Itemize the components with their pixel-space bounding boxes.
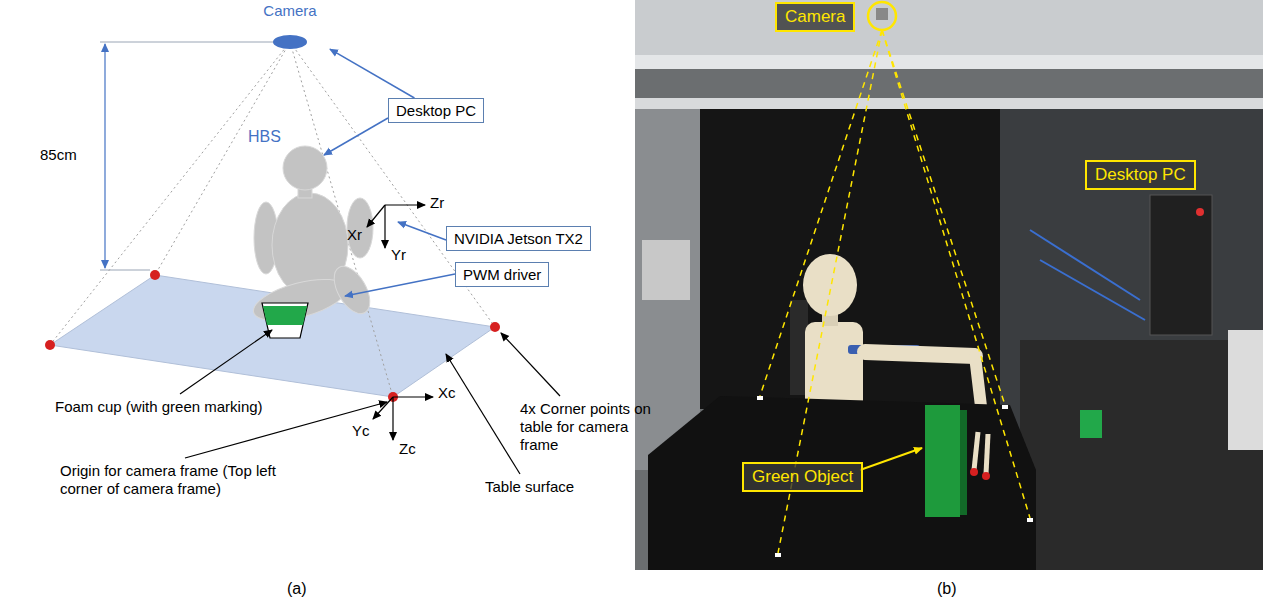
robot-finger bbox=[986, 434, 988, 474]
leader-line bbox=[501, 333, 560, 396]
robot-figure bbox=[249, 146, 377, 329]
fingertip bbox=[982, 472, 990, 480]
lab-area bbox=[1000, 109, 1263, 570]
ceiling-bar bbox=[635, 55, 1263, 69]
process-box: Desktop PC bbox=[388, 98, 484, 123]
axis-label: Yr bbox=[391, 246, 406, 264]
dimension-extension bbox=[100, 270, 150, 271]
view-line bbox=[882, 30, 1005, 405]
view-line bbox=[882, 30, 1030, 518]
callout-text: Origin for camera frame (Top left corner… bbox=[60, 462, 295, 498]
axis-label: Zr bbox=[430, 194, 444, 212]
node-text: NVIDIA Jetson TX2 bbox=[454, 230, 583, 247]
dimension-label: 85cm bbox=[40, 146, 77, 164]
axis-label: Yc bbox=[352, 422, 370, 440]
robot-head bbox=[283, 146, 327, 190]
callout-text: Foam cup (with green marking) bbox=[55, 398, 263, 416]
cable bbox=[1030, 230, 1140, 300]
node-text: Camera bbox=[250, 2, 330, 19]
corner-point bbox=[45, 340, 55, 350]
corner-points bbox=[45, 270, 500, 402]
cable bbox=[1040, 260, 1145, 320]
callout-text: 4x Corner points on table for camera fra… bbox=[520, 400, 670, 454]
green-object-side bbox=[960, 410, 967, 515]
corner-marker bbox=[1027, 518, 1033, 522]
callout-text: Table surface bbox=[485, 478, 574, 496]
photo-callout: Green Object bbox=[742, 462, 863, 492]
axis-arrow bbox=[385, 204, 425, 205]
pc-light bbox=[1196, 208, 1204, 216]
node-text: Green Object bbox=[752, 467, 853, 487]
axis-arrow bbox=[367, 205, 385, 227]
leader-line bbox=[180, 330, 272, 394]
monitor bbox=[1228, 330, 1263, 450]
robot-arm bbox=[327, 260, 377, 319]
robot-finger bbox=[974, 432, 978, 470]
leader-line bbox=[345, 274, 455, 296]
leader-line bbox=[398, 222, 446, 240]
photo-background bbox=[635, 0, 1263, 570]
corner-point bbox=[490, 322, 500, 332]
robot-arm bbox=[865, 352, 975, 356]
desk bbox=[1020, 340, 1263, 570]
ceiling-bar bbox=[635, 98, 1263, 109]
axis-label: Xc bbox=[438, 384, 456, 402]
leader-line bbox=[324, 118, 388, 155]
dimension-extension bbox=[100, 42, 280, 43]
wall-panel bbox=[642, 240, 690, 300]
view-line bbox=[155, 42, 290, 275]
axis-label: Zc bbox=[399, 440, 416, 458]
photo-callout: Camera bbox=[775, 2, 855, 32]
photo-callout: Desktop PC bbox=[1085, 160, 1196, 190]
leader-line bbox=[860, 448, 922, 470]
panel-label: (b) bbox=[937, 580, 957, 598]
process-box: NVIDIA Jetson TX2 bbox=[446, 226, 591, 251]
process-box: PWM driver bbox=[455, 262, 549, 287]
view-line bbox=[760, 30, 882, 396]
robot-arm bbox=[347, 198, 373, 258]
fingertip bbox=[970, 468, 978, 476]
camera-device bbox=[876, 8, 888, 20]
node-text: PWM driver bbox=[463, 266, 541, 283]
ceiling bbox=[635, 0, 1263, 62]
node-text: Desktop PC bbox=[1095, 165, 1186, 185]
axis-arrow bbox=[384, 205, 385, 248]
connector-arrow bbox=[330, 49, 414, 98]
camera-node: Camera bbox=[250, 2, 330, 50]
green-marking bbox=[263, 306, 307, 325]
corner-point bbox=[150, 270, 160, 280]
camera-symbol bbox=[273, 35, 307, 49]
panel-label: (a) bbox=[287, 580, 307, 598]
robot-head bbox=[803, 254, 857, 316]
leader-line bbox=[446, 354, 520, 474]
corner-marker bbox=[757, 396, 763, 400]
corner-marker bbox=[775, 553, 781, 557]
axis-arrow bbox=[373, 397, 393, 419]
desktop-pc bbox=[1150, 195, 1212, 335]
figure-label: HBS bbox=[248, 128, 281, 146]
dimension-line bbox=[104, 44, 105, 268]
table bbox=[648, 396, 1036, 570]
corner-marker bbox=[1002, 405, 1008, 409]
camera-highlight bbox=[868, 2, 896, 30]
axis-arrow bbox=[393, 396, 433, 397]
green-object bbox=[925, 405, 960, 517]
view-line bbox=[50, 42, 290, 345]
axis-arrow bbox=[392, 397, 393, 440]
node-text: Desktop PC bbox=[396, 102, 476, 119]
axis-label: Xr bbox=[347, 226, 362, 244]
green-cup bbox=[1080, 410, 1102, 438]
node-text: Camera bbox=[785, 7, 845, 27]
